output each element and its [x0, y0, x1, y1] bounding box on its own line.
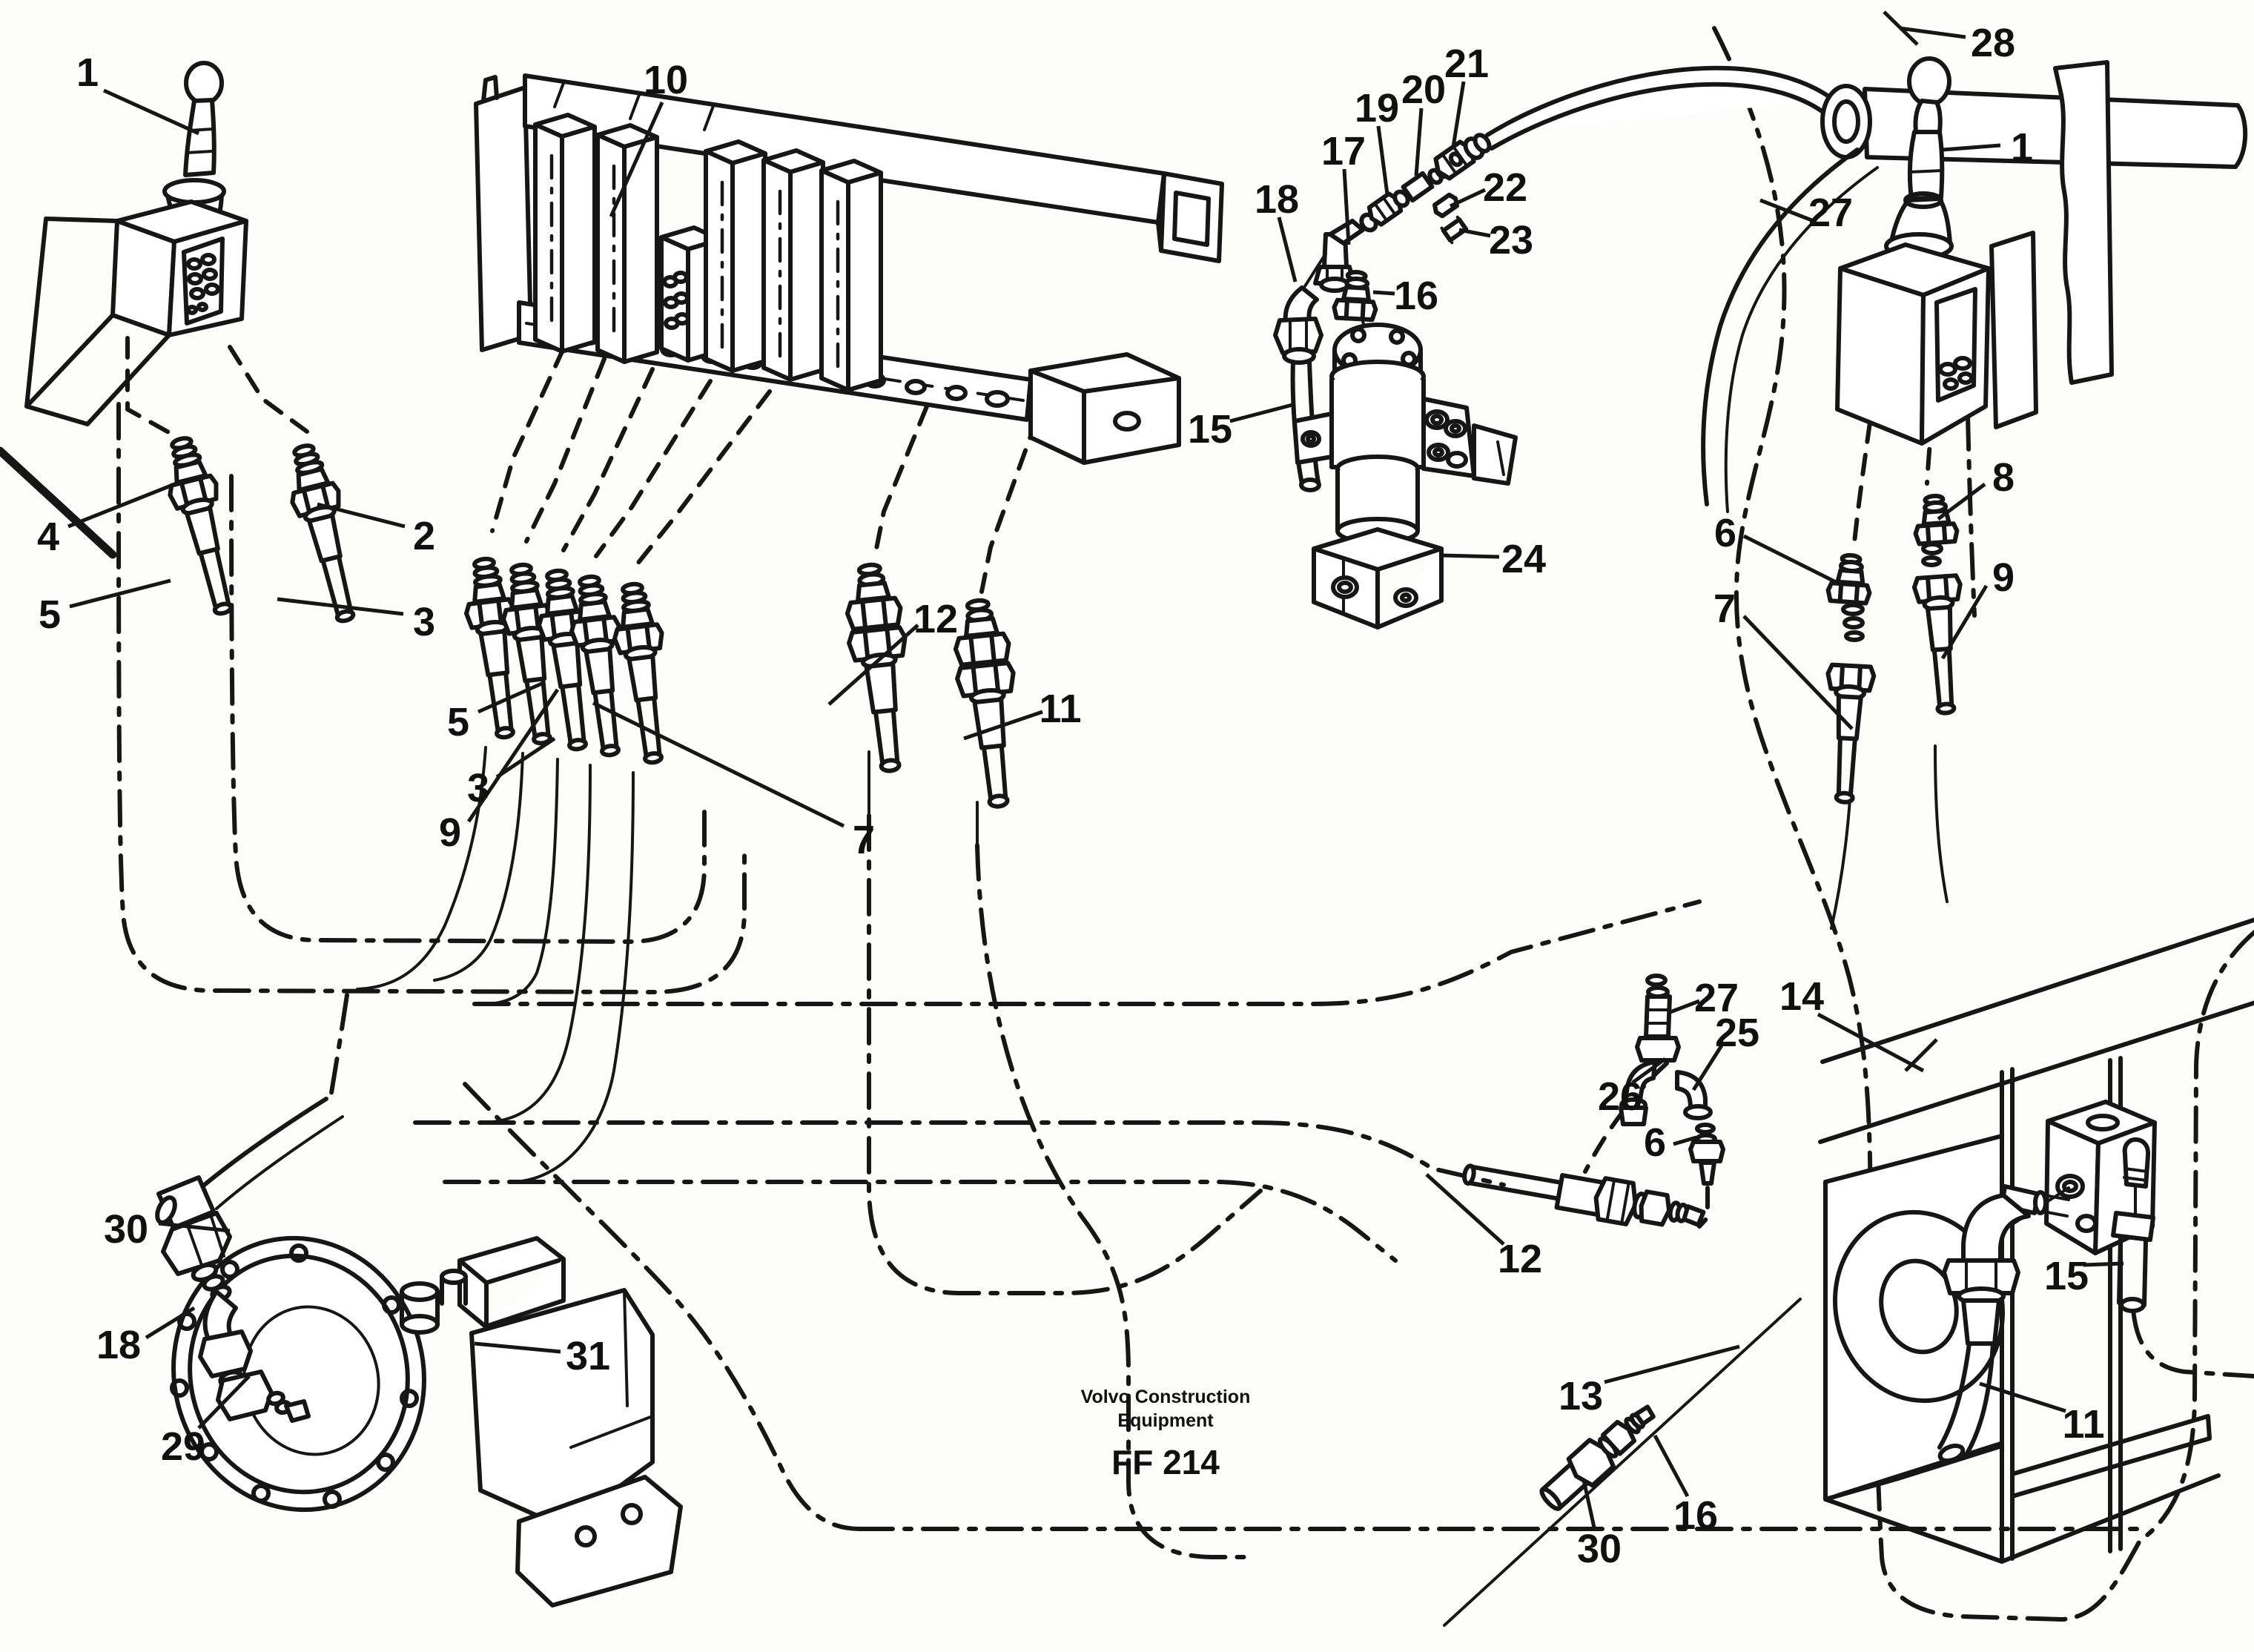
frame-bottom-right — [1818, 917, 2254, 1564]
right-joystick — [1835, 56, 2114, 446]
callout-22: 22 — [1483, 165, 1527, 210]
figure-code: FF 214 — [1111, 1443, 1220, 1481]
callout-19: 19 — [1355, 86, 1399, 130]
callout-11-centre: 11 — [1039, 687, 1081, 731]
callout-24: 24 — [1501, 537, 1546, 581]
callout-25: 25 — [1715, 1011, 1759, 1055]
callout-5-centre: 5 — [447, 700, 469, 744]
callout-6-bottom: 6 — [1644, 1120, 1666, 1165]
callout-30-bottom: 30 — [1577, 1527, 1622, 1571]
right-pilot-fittings — [1821, 495, 1969, 803]
callout-4: 4 — [37, 515, 59, 559]
title-block: Volvo Construction Equipment FF 214 — [1081, 1387, 1251, 1481]
swivel-joint — [1292, 323, 1518, 630]
callout-5-left: 5 — [39, 592, 61, 637]
callout-30-left: 30 — [104, 1207, 148, 1252]
callout-18-top: 18 — [1255, 177, 1299, 222]
callout-labels: 1 10 28 21 20 19 17 1 27 18 22 23 16 15 … — [37, 21, 2105, 1571]
callout-21: 21 — [1444, 42, 1489, 86]
callout-12-centre: 12 — [913, 597, 958, 641]
callout-15-bottom: 15 — [2044, 1254, 2089, 1298]
callout-27-top: 27 — [1808, 191, 1853, 235]
frame-boundary-lines — [1712, 26, 2254, 1622]
callout-7-right: 7 — [1713, 587, 1736, 631]
return-tee-fittings — [1619, 974, 1725, 1186]
callout-10: 10 — [644, 58, 688, 102]
callout-6-right: 6 — [1714, 511, 1736, 555]
callout-9-centre: 9 — [439, 810, 461, 855]
callout-2: 2 — [413, 514, 435, 558]
callout-leaders — [67, 10, 2124, 1528]
callout-23: 23 — [1489, 218, 1533, 262]
callout-3-left: 3 — [413, 600, 435, 644]
callout-13: 13 — [1559, 1374, 1603, 1418]
callout-16-bottom: 16 — [1673, 1493, 1718, 1538]
left-joystick — [0, 61, 248, 559]
callout-17: 17 — [1321, 129, 1366, 174]
hose-routing-lines — [116, 402, 2254, 1559]
callout-15-top: 15 — [1188, 407, 1232, 452]
hose-tails — [356, 744, 1949, 1183]
brand-line-2: Equipment — [1117, 1410, 1214, 1431]
callout-1-left: 1 — [76, 50, 99, 95]
callout-11-bottom: 11 — [2062, 1402, 2104, 1447]
callout-18-left: 18 — [96, 1323, 141, 1367]
lower-hose-fittings — [1443, 1163, 1802, 1627]
brand-line-1: Volvo Construction — [1081, 1387, 1251, 1407]
callout-9-right: 9 — [1992, 555, 2015, 600]
callout-28: 28 — [1971, 21, 2015, 65]
callout-26: 26 — [1598, 1074, 1642, 1119]
callout-12-bottom: 12 — [1498, 1237, 1542, 1281]
callout-3-centre: 3 — [467, 766, 489, 810]
callout-31: 31 — [566, 1334, 610, 1378]
tee-fitting-assembly — [1273, 65, 1835, 492]
callout-16-top: 16 — [1394, 274, 1438, 318]
left-pilot-fittings — [157, 433, 369, 626]
callout-20: 20 — [1401, 67, 1446, 112]
callout-1-right: 1 — [2011, 125, 2033, 170]
hydraulic-pump — [155, 1097, 683, 1608]
callout-27-bottom: 27 — [1694, 976, 1739, 1020]
callout-14: 14 — [1779, 974, 1824, 1019]
control-valve-block — [474, 73, 1224, 465]
callout-8: 8 — [1992, 455, 2015, 500]
callout-7-centre: 7 — [853, 818, 875, 862]
callout-29: 29 — [161, 1424, 205, 1469]
pilot-line-connectors — [125, 336, 1934, 1229]
